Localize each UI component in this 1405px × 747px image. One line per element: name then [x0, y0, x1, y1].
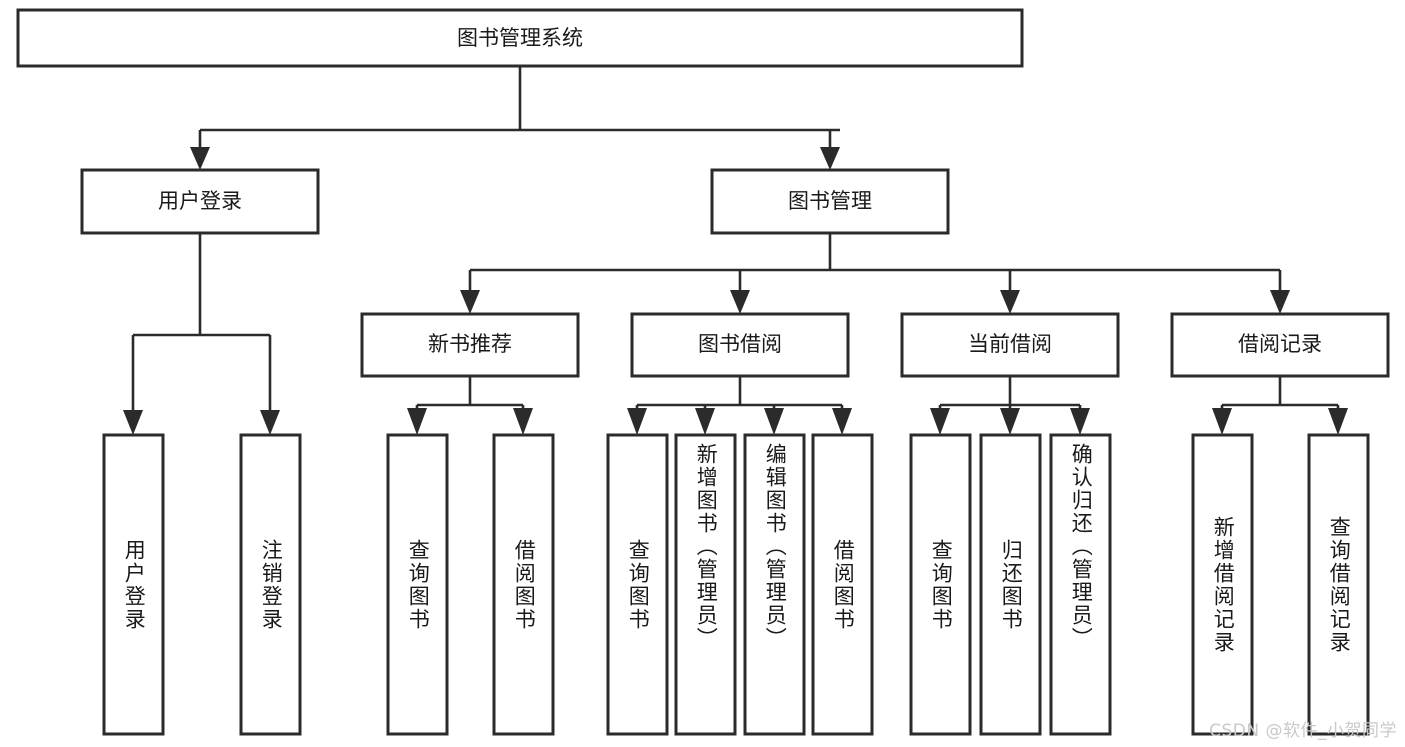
node-new-book-recommend[interactable]: 新书推荐 [360, 312, 580, 378]
node-user-login-label: 用户登录 [158, 189, 242, 213]
leaf-box-new-book-1[interactable] [386, 433, 449, 736]
node-new-book-recommend-box[interactable] [360, 312, 580, 378]
node-book-manage-label: 图书管理 [788, 189, 872, 213]
leaf-box-book-borrow-3[interactable] [743, 433, 806, 736]
node-book-manage[interactable]: 图书管理 [710, 168, 950, 235]
leaf-box-borrow-record-2[interactable] [1307, 433, 1370, 736]
arrow-head-borrowrecord-leaf2 [1328, 408, 1348, 435]
arrow-head-newbook-leaf1 [407, 408, 427, 435]
arrow-head-user-leaf2 [260, 410, 280, 435]
watermark-text: CSDN @软件_小贺同学 [1209, 721, 1397, 741]
node-borrow-record[interactable]: 借阅记录 [1170, 312, 1390, 378]
arrow-head-new-book [460, 290, 480, 314]
arrow-head-newbook-leaf2 [513, 408, 533, 435]
node-root-label: 图书管理系统 [457, 26, 583, 50]
arrow-head-user-login [190, 147, 210, 170]
leaf-box-current-borrow-3[interactable] [1049, 433, 1112, 736]
arrow-head-bookborrow-leaf2 [695, 408, 715, 435]
connector-group [123, 66, 1348, 435]
arrow-head-current-borrow [1000, 290, 1020, 314]
node-book-borrow-box[interactable] [630, 312, 850, 378]
node-current-borrow-box[interactable] [900, 312, 1120, 378]
arrow-head-bookborrow-leaf3 [764, 408, 784, 435]
leaf-box-borrow-record-1[interactable] [1191, 433, 1254, 736]
arrow-head-currentborrow-leaf2 [1000, 408, 1020, 435]
node-borrow-record-box[interactable] [1170, 312, 1390, 378]
arrow-head-user-leaf1 [123, 410, 143, 435]
leaf-box-current-borrow-2[interactable] [979, 433, 1042, 736]
node-current-borrow-label: 当前借阅 [968, 332, 1052, 356]
node-user-login-box[interactable] [80, 168, 320, 235]
node-root-box[interactable] [16, 8, 1024, 68]
node-user-login[interactable]: 用户登录 [80, 168, 320, 235]
node-new-book-recommend-label: 新书推荐 [428, 332, 512, 356]
leaf-box-user-login-1[interactable] [102, 433, 165, 736]
node-borrow-record-label: 借阅记录 [1238, 332, 1322, 356]
arrow-head-book-borrow [730, 290, 750, 314]
node-book-borrow-label: 图书借阅 [698, 332, 782, 356]
leaf-box-book-borrow-1[interactable] [606, 433, 669, 736]
leaf-box-current-borrow-1[interactable] [909, 433, 972, 736]
arrow-head-borrow-record [1270, 290, 1290, 314]
leaf-box-book-borrow-4[interactable] [811, 433, 874, 736]
arrow-head-bookborrow-leaf4 [832, 408, 852, 435]
arrow-head-borrowrecord-leaf1 [1212, 408, 1232, 435]
arrow-head-currentborrow-leaf1 [930, 408, 950, 435]
leaf-box-book-borrow-2[interactable] [674, 433, 737, 736]
node-root[interactable]: 图书管理系统 [16, 8, 1024, 68]
node-book-borrow[interactable]: 图书借阅 [630, 312, 850, 378]
arrow-head-bookborrow-leaf1 [627, 408, 647, 435]
arrow-head-book-manage [820, 147, 840, 170]
leaf-box-user-login-2[interactable] [239, 433, 302, 736]
node-current-borrow[interactable]: 当前借阅 [900, 312, 1120, 378]
node-book-manage-box[interactable] [710, 168, 950, 235]
leaf-box-new-book-2[interactable] [492, 433, 555, 736]
arrow-head-currentborrow-leaf3 [1070, 408, 1090, 435]
